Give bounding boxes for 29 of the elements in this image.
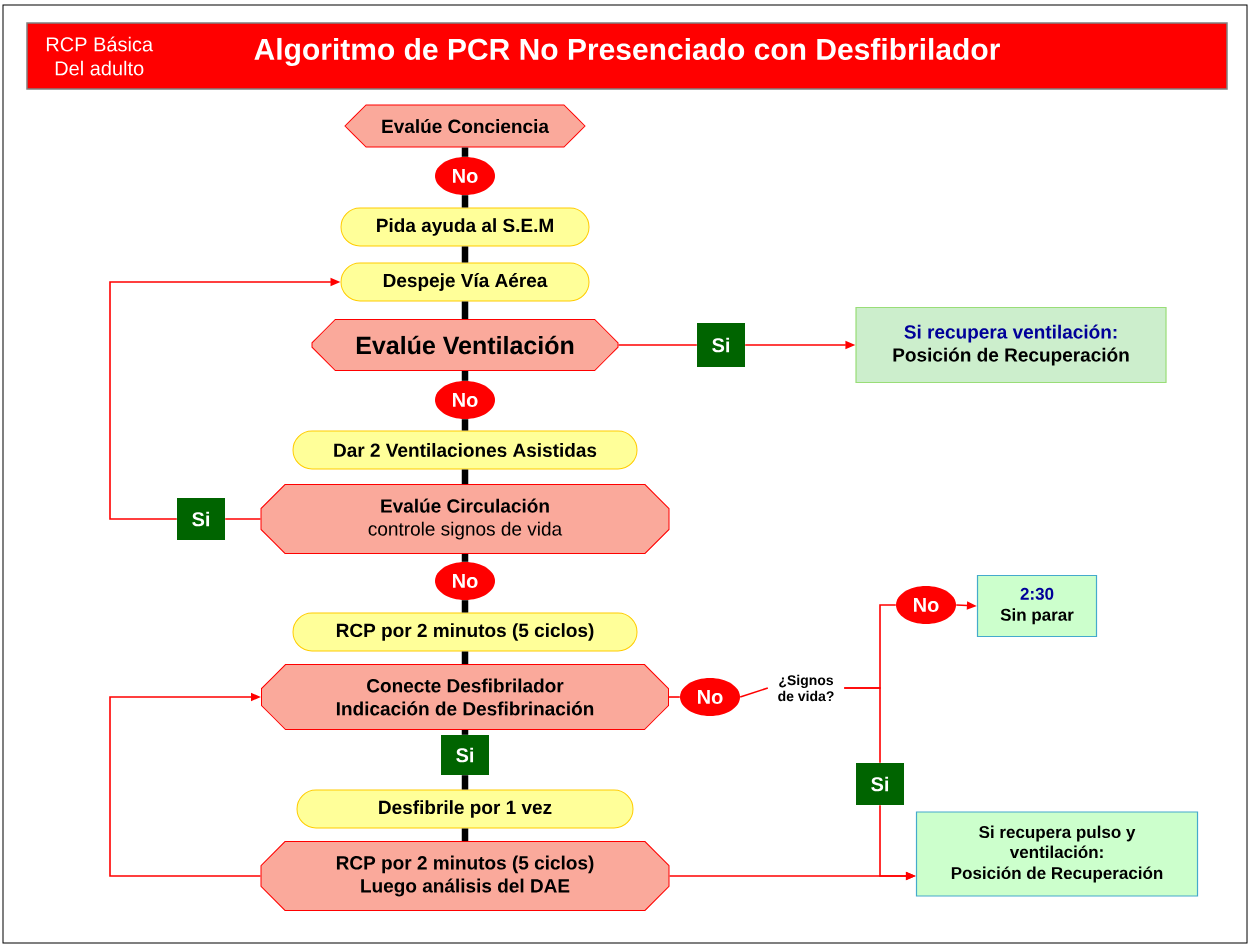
process-octagon: Evalúe Circulación controle signos de vida <box>260 484 670 554</box>
connector-line <box>461 651 469 665</box>
connector-line <box>617 344 698 346</box>
title-bar: RCP Básica Del adulto Algoritmo de PCR No Presenciado con Desfibrilador <box>26 22 1228 90</box>
action-pill: Pida ayuda al S.E.M <box>340 207 590 247</box>
action-pill: Desfibrile por 1 vez <box>296 789 634 829</box>
process-octagon: Evalúe Ventilación <box>311 319 619 371</box>
process-octagon: Conecte Desfibrilador Indicación de Desfibrinación <box>261 664 669 730</box>
action-pill: Dar 2 Ventilaciones Asistidas <box>292 430 638 470</box>
connector-line <box>461 469 469 485</box>
arrow <box>109 692 262 877</box>
connector-line <box>843 687 881 764</box>
answer-badge: Si <box>177 498 225 540</box>
connector-line <box>224 518 262 520</box>
question-text: ¿Signos de vida? <box>778 674 834 702</box>
process-octagon: RCP por 2 minutos (5 ciclos) Luego análisis del DAE <box>260 841 670 911</box>
answer-badge: Si <box>697 323 745 367</box>
connector-line <box>461 828 469 842</box>
result-box: Si recupera ventilación: Posición de Recuperación <box>855 306 1167 384</box>
action-pill: RCP por 2 minutos (5 ciclos) <box>292 612 638 652</box>
answer-badge: Si <box>441 735 489 775</box>
answer-badge: Si <box>856 763 904 805</box>
connector-line <box>668 696 681 698</box>
result-box: 2:30 Sin parar <box>976 574 1098 638</box>
result-box: Si recupera pulso y ventilación: Posición de Recuperación <box>915 811 1199 897</box>
process-octagon: Evalúe Conciencia <box>344 104 586 148</box>
connector-line <box>739 687 769 698</box>
connector-line <box>461 246 469 263</box>
action-pill: Despeje Vía Aérea <box>340 262 590 302</box>
